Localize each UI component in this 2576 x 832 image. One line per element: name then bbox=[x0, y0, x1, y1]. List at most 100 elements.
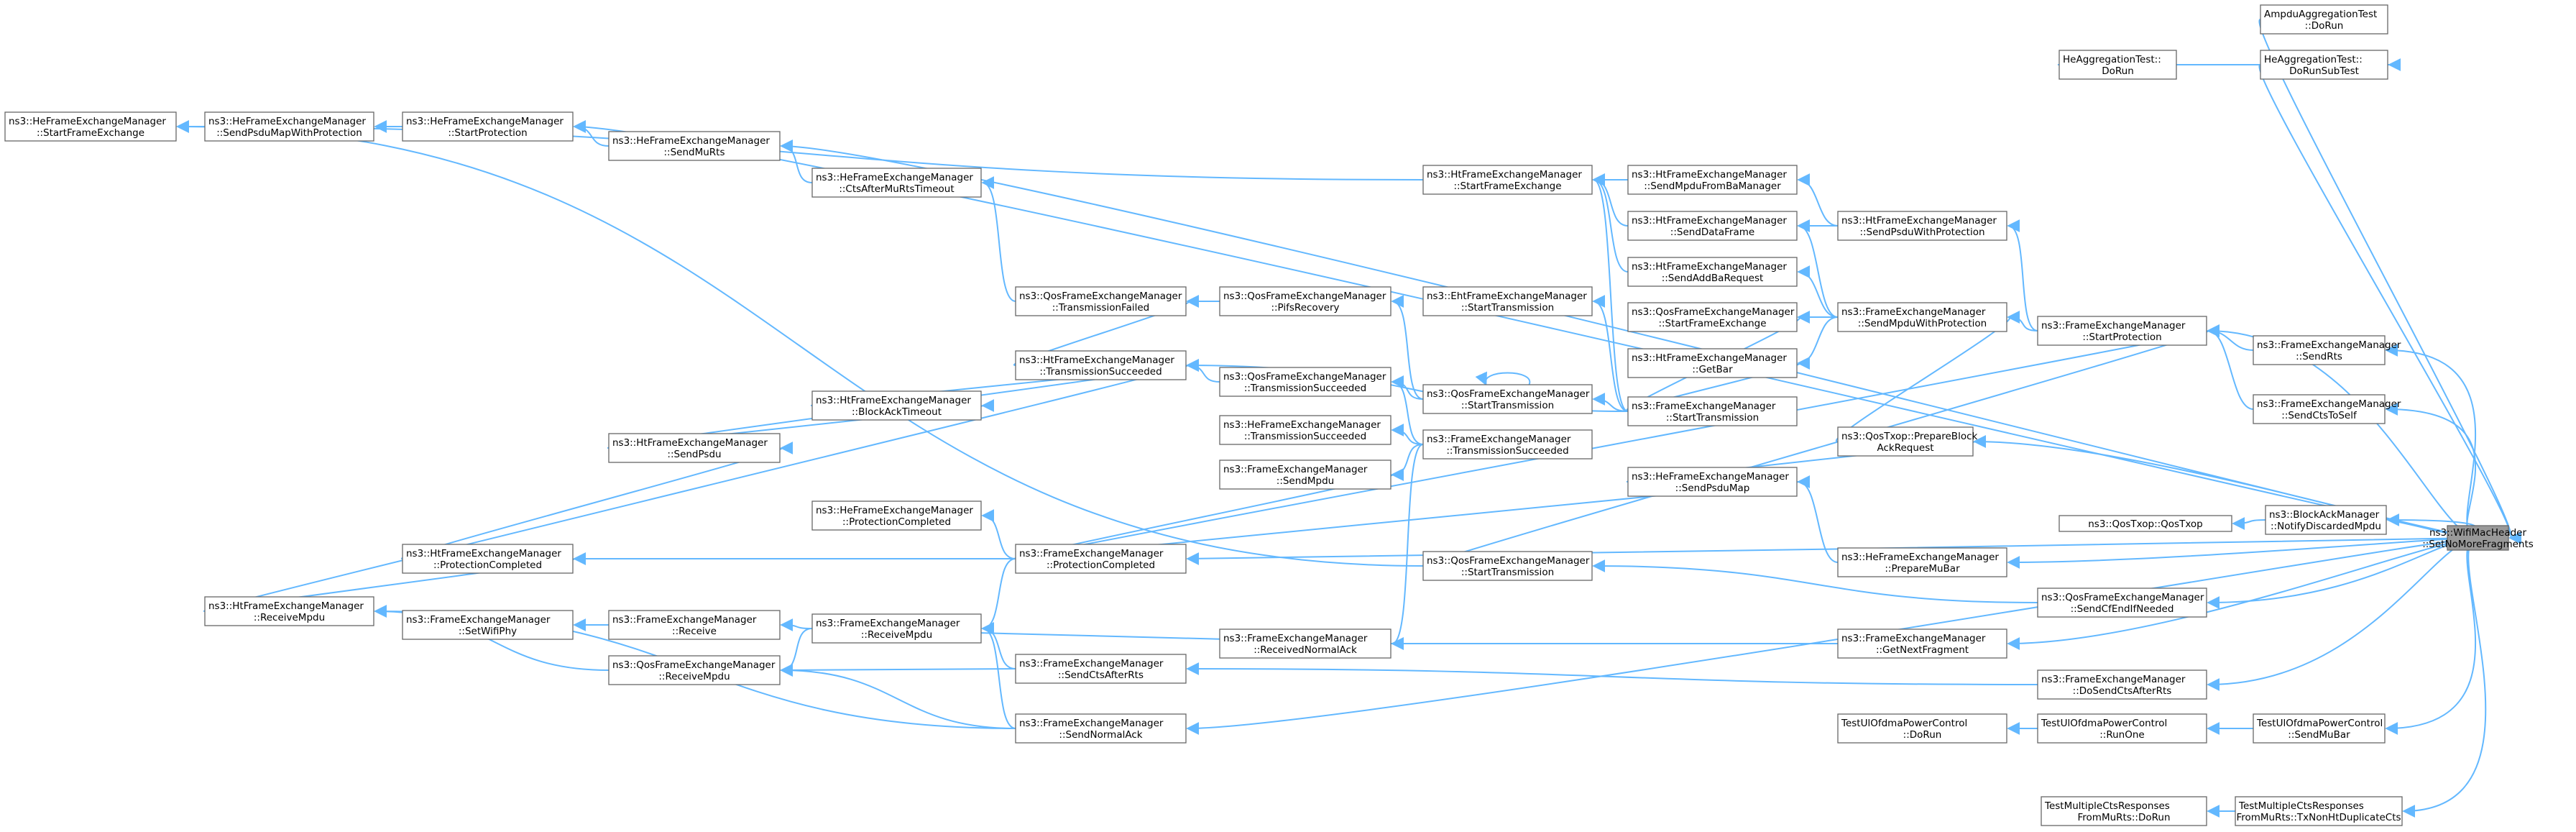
node-label-line: ns3::HeFrameExchangeManager bbox=[1632, 471, 1789, 483]
edge-feSendMpduWP-to-htSendData bbox=[1797, 219, 1839, 318]
node-qosTxSucc[interactable]: ns3::QosFrameExchangeManager::Transmissi… bbox=[1219, 367, 1392, 397]
node-qosStartTx1[interactable]: ns3::QosFrameExchangeManager::StartTrans… bbox=[1422, 384, 1593, 414]
node-label-line: ::ProtectionCompleted bbox=[1046, 559, 1155, 571]
node-feRecvNormalAck[interactable]: ns3::FrameExchangeManager::ReceivedNorma… bbox=[1219, 628, 1392, 659]
edge-qosTxopPrep-to-feSendMpduWP bbox=[1835, 311, 2020, 442]
node-hesub[interactable]: HeAggregationTest::DoRunSubTest bbox=[2260, 50, 2388, 80]
node-box bbox=[1422, 286, 1593, 316]
node-label-line: ::SendCtsAfterRts bbox=[1058, 669, 1144, 681]
node-heSendPsduMapWP[interactable]: ns3::HeFrameExchangeManager::SendPsduMap… bbox=[204, 111, 374, 142]
node-label-line: ns3::QosFrameExchangeManager bbox=[1223, 291, 1386, 302]
edge-ampdu-to-root bbox=[2258, 19, 2522, 544]
node-ulDoRun[interactable]: TestUlOfdmaPowerControl::DoRun bbox=[1837, 713, 2007, 744]
node-herun[interactable]: HeAggregationTest::DoRun bbox=[2058, 50, 2177, 80]
node-htStartFE[interactable]: ns3::HtFrameExchangeManager::StartFrameE… bbox=[1422, 165, 1593, 195]
node-label-line: ns3::FrameExchangeManager bbox=[1841, 306, 1986, 318]
node-label-line: ::SendMuBar bbox=[2288, 729, 2350, 741]
node-heCtsAfterMuRtsTO[interactable]: ns3::HeFrameExchangeManager::CtsAfterMuR… bbox=[811, 168, 982, 198]
node-htSendData[interactable]: ns3::HtFrameExchangeManager::SendDataFra… bbox=[1627, 211, 1798, 241]
node-qosStartFE[interactable]: ns3::QosFrameExchangeManager::StartFrame… bbox=[1627, 302, 1798, 332]
node-htGetBar[interactable]: ns3::HtFrameExchangeManager::GetBar bbox=[1627, 348, 1798, 378]
node-label-line: ::GetNextFragment bbox=[1876, 644, 1969, 656]
node-label-line: ::SendAddBaRequest bbox=[1662, 273, 1764, 284]
node-hePrepMuBar[interactable]: ns3::HeFrameExchangeManager::PrepareMuBa… bbox=[1837, 547, 2007, 577]
node-heSendPsduMap[interactable]: ns3::HeFrameExchangeManager::SendPsduMap bbox=[1627, 467, 1798, 497]
node-label-line: TestUlOfdmaPowerControl bbox=[2256, 718, 2383, 729]
node-feSendCtsToSelf[interactable]: ns3::FrameExchangeManager::SendCtsToSelf bbox=[2253, 394, 2401, 424]
node-qosTxopCtor[interactable]: ns3::QosTxop::QosTxop bbox=[2058, 515, 2232, 532]
node-qosRecvMpdu[interactable]: ns3::QosFrameExchangeManager::ReceiveMpd… bbox=[608, 655, 781, 685]
node-qosStartTx2[interactable]: ns3::QosFrameExchangeManager::StartTrans… bbox=[1422, 551, 1593, 581]
node-htSendAddBa[interactable]: ns3::HtFrameExchangeManager::SendAddBaRe… bbox=[1627, 257, 1798, 287]
node-label-line: ::PrepareMuBar bbox=[1885, 563, 1960, 575]
node-label-line: ::NotifyDiscardedMpdu bbox=[2271, 521, 2381, 532]
node-feProtComp[interactable]: ns3::FrameExchangeManager::ProtectionCom… bbox=[1015, 544, 1187, 574]
node-heProtComp[interactable]: ns3::HeFrameExchangeManager::ProtectionC… bbox=[811, 500, 982, 531]
node-box bbox=[1015, 286, 1187, 316]
node-feTxSucc[interactable]: ns3::FrameExchangeManager::TransmissionS… bbox=[1422, 429, 1593, 460]
node-label-line: ::DoSendCtsAfterRts bbox=[2073, 685, 2172, 697]
node-htSendMpduBa[interactable]: ns3::HtFrameExchangeManager::SendMpduFro… bbox=[1627, 165, 1798, 195]
node-label-line: ns3::FrameExchangeManager bbox=[1427, 434, 1571, 445]
edge-root-to-feProtComp bbox=[1186, 537, 2478, 565]
node-feSendCtsAfterRts[interactable]: ns3::FrameExchangeManager::SendCtsAfterR… bbox=[1015, 654, 1187, 684]
node-feSendMpdu[interactable]: ns3::FrameExchangeManager::SendMpdu bbox=[1219, 460, 1392, 490]
node-feSetWifiPhy[interactable]: ns3::FrameExchangeManager::SetWifiPhy bbox=[402, 610, 574, 640]
node-heStartProt[interactable]: ns3::HeFrameExchangeManager::StartProtec… bbox=[402, 111, 574, 142]
node-label-line: ::StartTransmission bbox=[1461, 567, 1554, 578]
node-ulSendMuBar[interactable]: TestUlOfdmaPowerControl::SendMuBar bbox=[2253, 713, 2386, 744]
node-feReceive[interactable]: ns3::FrameExchangeManager::Receive bbox=[608, 610, 781, 640]
node-box bbox=[1837, 426, 1974, 457]
edge-root-to-ulSendMuBar bbox=[2385, 537, 2478, 735]
node-htRecvMpdu[interactable]: ns3::HtFrameExchangeManager::ReceiveMpdu bbox=[204, 596, 374, 626]
node-box bbox=[811, 390, 982, 421]
node-box bbox=[204, 596, 374, 626]
node-qosSendCfEnd[interactable]: ns3::QosFrameExchangeManager::SendCfEndI… bbox=[2037, 588, 2207, 618]
node-label-line: TestUlOfdmaPowerControl bbox=[2041, 718, 2167, 729]
node-qosTxFailed[interactable]: ns3::QosFrameExchangeManager::Transmissi… bbox=[1015, 286, 1187, 316]
node-feGetNextFrag[interactable]: ns3::FrameExchangeManager::GetNextFragme… bbox=[1837, 628, 2007, 659]
node-feDoSendCtsAfterRts[interactable]: ns3::FrameExchangeManager::DoSendCtsAfte… bbox=[2037, 669, 2207, 700]
node-heSendMuRts[interactable]: ns3::HeFrameExchangeManager::SendMuRts bbox=[608, 131, 781, 161]
edge-root-to-feSendCtsToSelf bbox=[2385, 403, 2478, 539]
node-label-line: ::SendCtsToSelf bbox=[2281, 410, 2358, 421]
node-qosPifs[interactable]: ns3::QosFrameExchangeManager::PifsRecove… bbox=[1219, 286, 1392, 316]
node-box bbox=[2037, 588, 2207, 618]
node-htTxSucc[interactable]: ns3::HtFrameExchangeManager::Transmissio… bbox=[1015, 350, 1187, 380]
node-label-line: DoRun bbox=[2102, 65, 2134, 77]
node-htSendPsduWP[interactable]: ns3::HtFrameExchangeManager::SendPsduWit… bbox=[1837, 211, 2007, 241]
node-ulRunOne[interactable]: TestUlOfdmaPowerControl::RunOne bbox=[2037, 713, 2207, 744]
node-htSendPsdu[interactable]: ns3::HtFrameExchangeManager::SendPsdu bbox=[608, 433, 781, 463]
node-feSendNormalAck[interactable]: ns3::FrameExchangeManager::SendNormalAck bbox=[1015, 713, 1187, 744]
node-label-line: ::StartTransmission bbox=[1461, 400, 1554, 411]
node-box bbox=[1015, 713, 1187, 744]
node-feStartProt[interactable]: ns3::FrameExchangeManager::StartProtecti… bbox=[2037, 316, 2207, 346]
edge-feSendCtsAfterRts-to-feRecvMpdu bbox=[981, 622, 1016, 669]
node-label-line: ns3::HeFrameExchangeManager bbox=[816, 505, 973, 516]
node-feStartTx[interactable]: ns3::FrameExchangeManager::StartTransmis… bbox=[1627, 396, 1798, 426]
node-label-line: ns3::FrameExchangeManager bbox=[1841, 633, 1986, 644]
node-label-line: FromMuRts::TxNonHtDuplicateCts bbox=[2236, 812, 2401, 823]
node-htBlockAckTO[interactable]: ns3::HtFrameExchangeManager::BlockAckTim… bbox=[811, 390, 982, 421]
node-box bbox=[2037, 669, 2207, 700]
node-box bbox=[1837, 628, 2007, 659]
node-feRecvMpdu[interactable]: ns3::FrameExchangeManager::ReceiveMpdu bbox=[811, 613, 982, 644]
node-ampdu[interactable]: AmpduAggregationTest::DoRun bbox=[2260, 4, 2388, 35]
node-baNotify[interactable]: ns3::BlockAckManager::NotifyDiscardedMpd… bbox=[2265, 505, 2387, 535]
node-box bbox=[1837, 713, 2007, 744]
node-heStartFE[interactable]: ns3::HeFrameExchangeManager::StartFrameE… bbox=[4, 111, 177, 142]
node-root[interactable]: ns3::WifiMacHeader::SetNoMoreFragments bbox=[2422, 525, 2534, 551]
node-label-line: TestMultipleCtsResponses bbox=[2044, 800, 2170, 812]
node-ehtStartTx[interactable]: ns3::EhtFrameExchangeManager::StartTrans… bbox=[1422, 286, 1593, 316]
node-htProtComp[interactable]: ns3::HtFrameExchangeManager::ProtectionC… bbox=[402, 544, 574, 574]
edge-qosTxSucc-to-htTxSucc bbox=[1186, 359, 1220, 383]
node-mctsTx[interactable]: TestMultipleCtsResponsesFromMuRts::TxNon… bbox=[2235, 796, 2403, 826]
node-feSendRts[interactable]: ns3::FrameExchangeManager::SendRts bbox=[2253, 335, 2401, 365]
node-feSendMpduWP[interactable]: ns3::FrameExchangeManager::SendMpduWithP… bbox=[1837, 302, 2007, 332]
node-label-line: ns3::QosTxop::QosTxop bbox=[2088, 518, 2203, 530]
node-heTxSucc[interactable]: ns3::HeFrameExchangeManager::Transmissio… bbox=[1219, 415, 1392, 445]
node-box bbox=[1219, 628, 1392, 659]
node-label-line: ns3::FrameExchangeManager bbox=[1019, 658, 1164, 669]
